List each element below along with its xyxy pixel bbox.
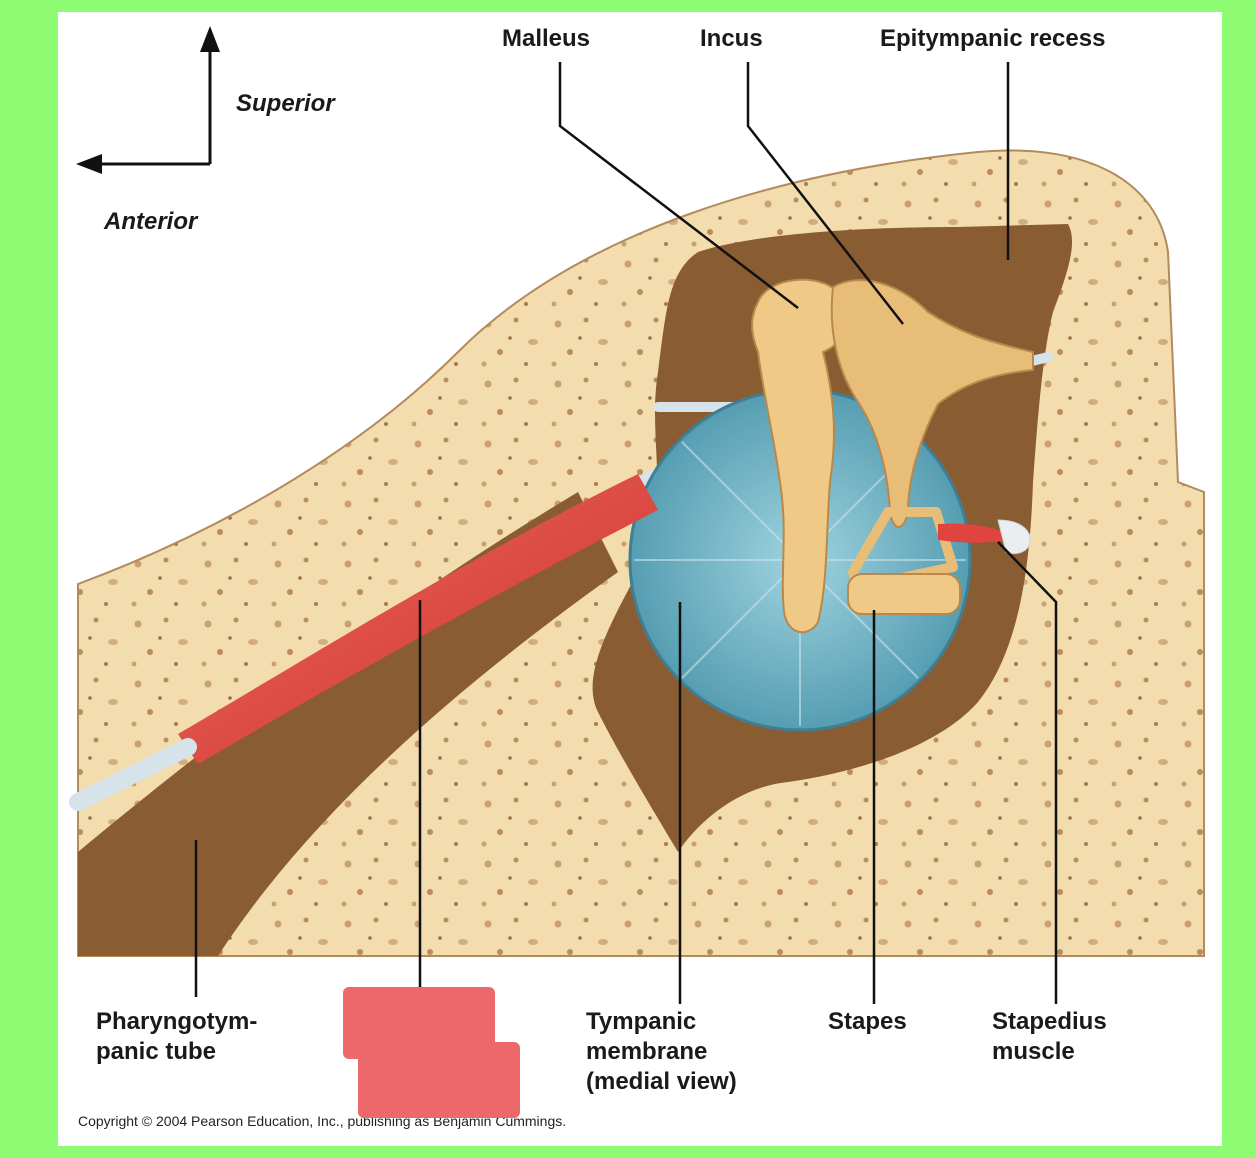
leader-lines: [194, 62, 1058, 1004]
stapedius-muscle-shape: [938, 523, 1018, 543]
label-stapedius-muscle: Stapedius muscle: [992, 1008, 1107, 1065]
tensor-tympani-muscle: [178, 474, 658, 764]
label-stapes: Stapes: [828, 1008, 907, 1035]
leader-incus: [746, 62, 904, 325]
label-tympanic-membrane: Tympanic membrane (medial view): [586, 1008, 737, 1095]
label-malleus: Malleus: [502, 25, 591, 52]
label-epitympanic-recess: Epitympanic recess: [880, 25, 1106, 52]
anterior-label: Anterior: [104, 208, 198, 235]
label-incus: Incus: [700, 25, 763, 52]
stapedius-belly: [997, 519, 1031, 554]
diagram-panel: Superior Anterior Malleus Incus Epitympa…: [58, 12, 1222, 1146]
tensor-tendon-distal: [69, 738, 197, 811]
leader-stapedius: [997, 541, 1058, 1004]
pharyngotympanic-tube-shape: [78, 492, 618, 956]
middle-ear-illustration: [69, 26, 1205, 1004]
superior-label: Superior: [236, 90, 335, 117]
orientation-arrows: [76, 26, 220, 174]
stapes-footplate: [847, 573, 961, 615]
label-cover-box-bottom[interactable]: [358, 1042, 520, 1118]
incus-bone: [830, 279, 1034, 528]
leader-malleus: [558, 62, 799, 309]
label-pharyngotympanic-tube: Pharyngotym- panic tube: [96, 1008, 258, 1065]
